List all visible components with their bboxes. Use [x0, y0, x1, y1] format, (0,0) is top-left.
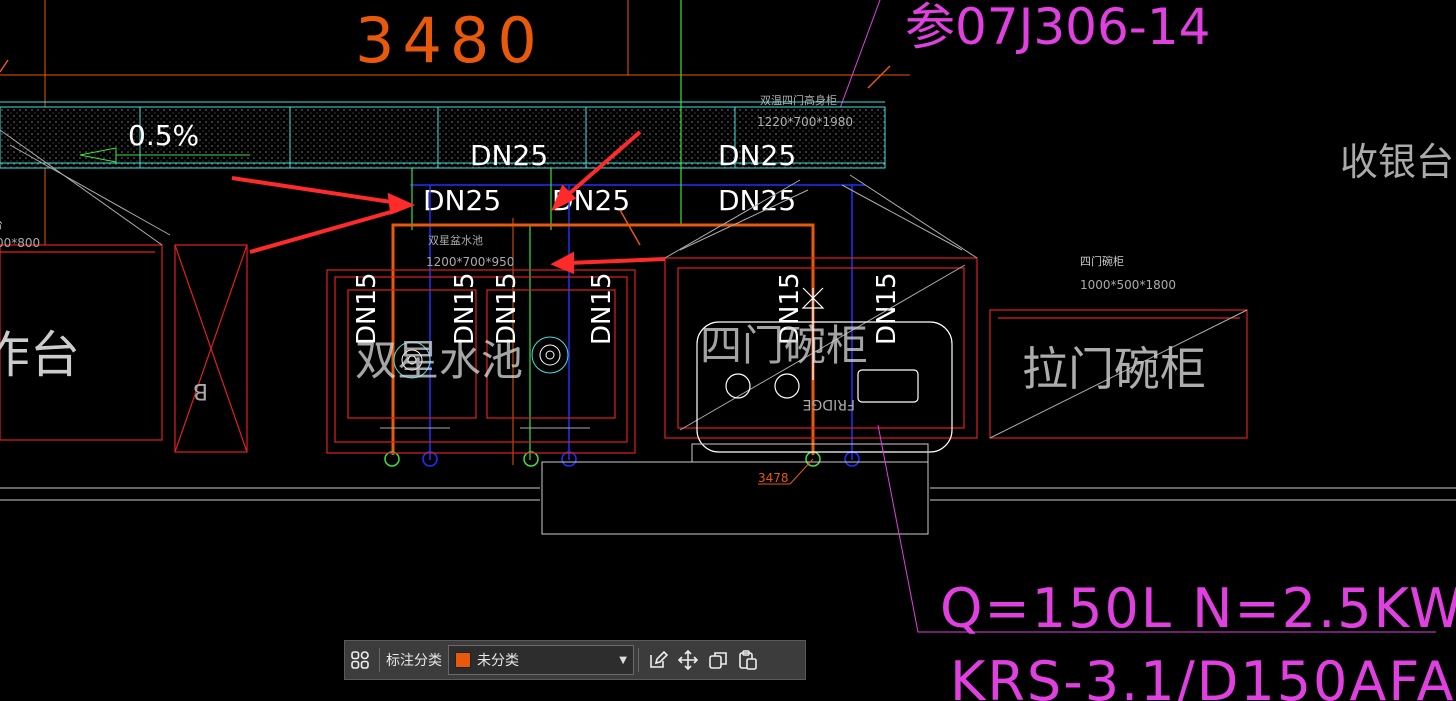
pipe-label-dn15-4: DN15: [587, 272, 617, 345]
four-door-title: 四门碗柜: [1080, 254, 1124, 268]
workbench: [0, 244, 248, 453]
grid-view-button[interactable]: [345, 645, 375, 675]
sliding-diagonal: [989, 309, 1248, 439]
sliding-door-cabinet: [989, 309, 1248, 439]
cabinet-double-size: 1220*700*1980: [757, 115, 853, 129]
move-button[interactable]: [673, 645, 703, 675]
sliding-cabinet-label: 拉门碗柜: [1022, 342, 1206, 396]
door-swing-left: [0, 129, 171, 246]
workbench-label: 作台: [0, 326, 80, 384]
paste-icon: [739, 650, 757, 670]
chevron-down-icon: ▼: [619, 655, 627, 666]
pipe-label-dn15-3: DN15: [492, 272, 522, 345]
heater-spec-line2: KRS-3.1/D150AFA: [950, 650, 1455, 701]
grid-icon: [351, 651, 369, 669]
move-icon: [677, 649, 699, 671]
water-pipes-green: [411, 0, 682, 460]
door-swing-cabinet: [664, 174, 978, 431]
sink-label: 双星水池: [355, 336, 523, 385]
edit-icon: [650, 650, 669, 668]
heater-spec-leader: [877, 424, 1436, 633]
category-selected-value: 未分类: [477, 653, 519, 669]
pipe-endpoints: [384, 451, 860, 467]
category-color-swatch: [455, 652, 471, 668]
pipe-label-dn25-2: DN25: [718, 139, 796, 172]
pipe-label-dn15-2: DN15: [450, 272, 480, 345]
workbench-size: 00*800: [0, 236, 40, 250]
floor-trench: [0, 443, 1456, 535]
sink-drains: [380, 336, 590, 429]
copy-icon: [709, 652, 727, 669]
fridge-text: FRIDGE: [803, 396, 855, 412]
pipe-label-dn15-6: DN15: [872, 272, 902, 345]
pipe-label-dn25-1: DN25: [470, 139, 548, 172]
four-door-size: 1000*500*1800: [1080, 278, 1176, 292]
dimension-3480-text: 3480: [355, 4, 545, 77]
pipe-label-dn25-3: DN25: [423, 184, 501, 217]
paste-button[interactable]: [733, 645, 763, 675]
heater-spec-line1: Q=150L N=2.5KW: [940, 577, 1456, 640]
workbench-size-prefix: 台: [0, 217, 3, 231]
pipe-label-dn15-5: DN15: [775, 272, 805, 345]
double-sink: [326, 269, 636, 454]
slope-text: 0.5%: [128, 119, 199, 152]
mark-3478-text: 3478: [758, 471, 789, 485]
sink-title: 双星盆水池: [428, 233, 483, 247]
annotation-arrows: [231, 130, 666, 274]
mark-3478-leader: [789, 458, 814, 485]
mark-b-text: B: [193, 378, 208, 403]
toolbar-divider: [638, 648, 639, 672]
dim-tick: [619, 209, 641, 246]
annotation-toolbar: 标注分类 未分类 ▼: [344, 640, 806, 680]
counter-strip: [0, 101, 886, 169]
water-heater: [696, 287, 953, 453]
copy-button[interactable]: [703, 645, 733, 675]
annotation-category-label: 标注分类: [386, 653, 442, 669]
toolbar-divider: [379, 648, 380, 672]
cabinet-double-title: 双温四门高身柜: [760, 93, 837, 107]
four-door-label: 四门碗柜: [700, 321, 868, 370]
annotation-category-select[interactable]: 未分类 ▼: [448, 645, 634, 675]
sink-size: 1200*700*950: [426, 255, 514, 269]
dimension-lines: [0, 0, 910, 245]
edit-button[interactable]: [643, 645, 673, 675]
pipe-label-dn15-1: DN15: [352, 272, 382, 345]
reference-note-text: 参07J306-14: [905, 0, 1210, 56]
four-door-cabinet: [664, 257, 978, 439]
cashier-label: 收银台: [1340, 140, 1454, 184]
